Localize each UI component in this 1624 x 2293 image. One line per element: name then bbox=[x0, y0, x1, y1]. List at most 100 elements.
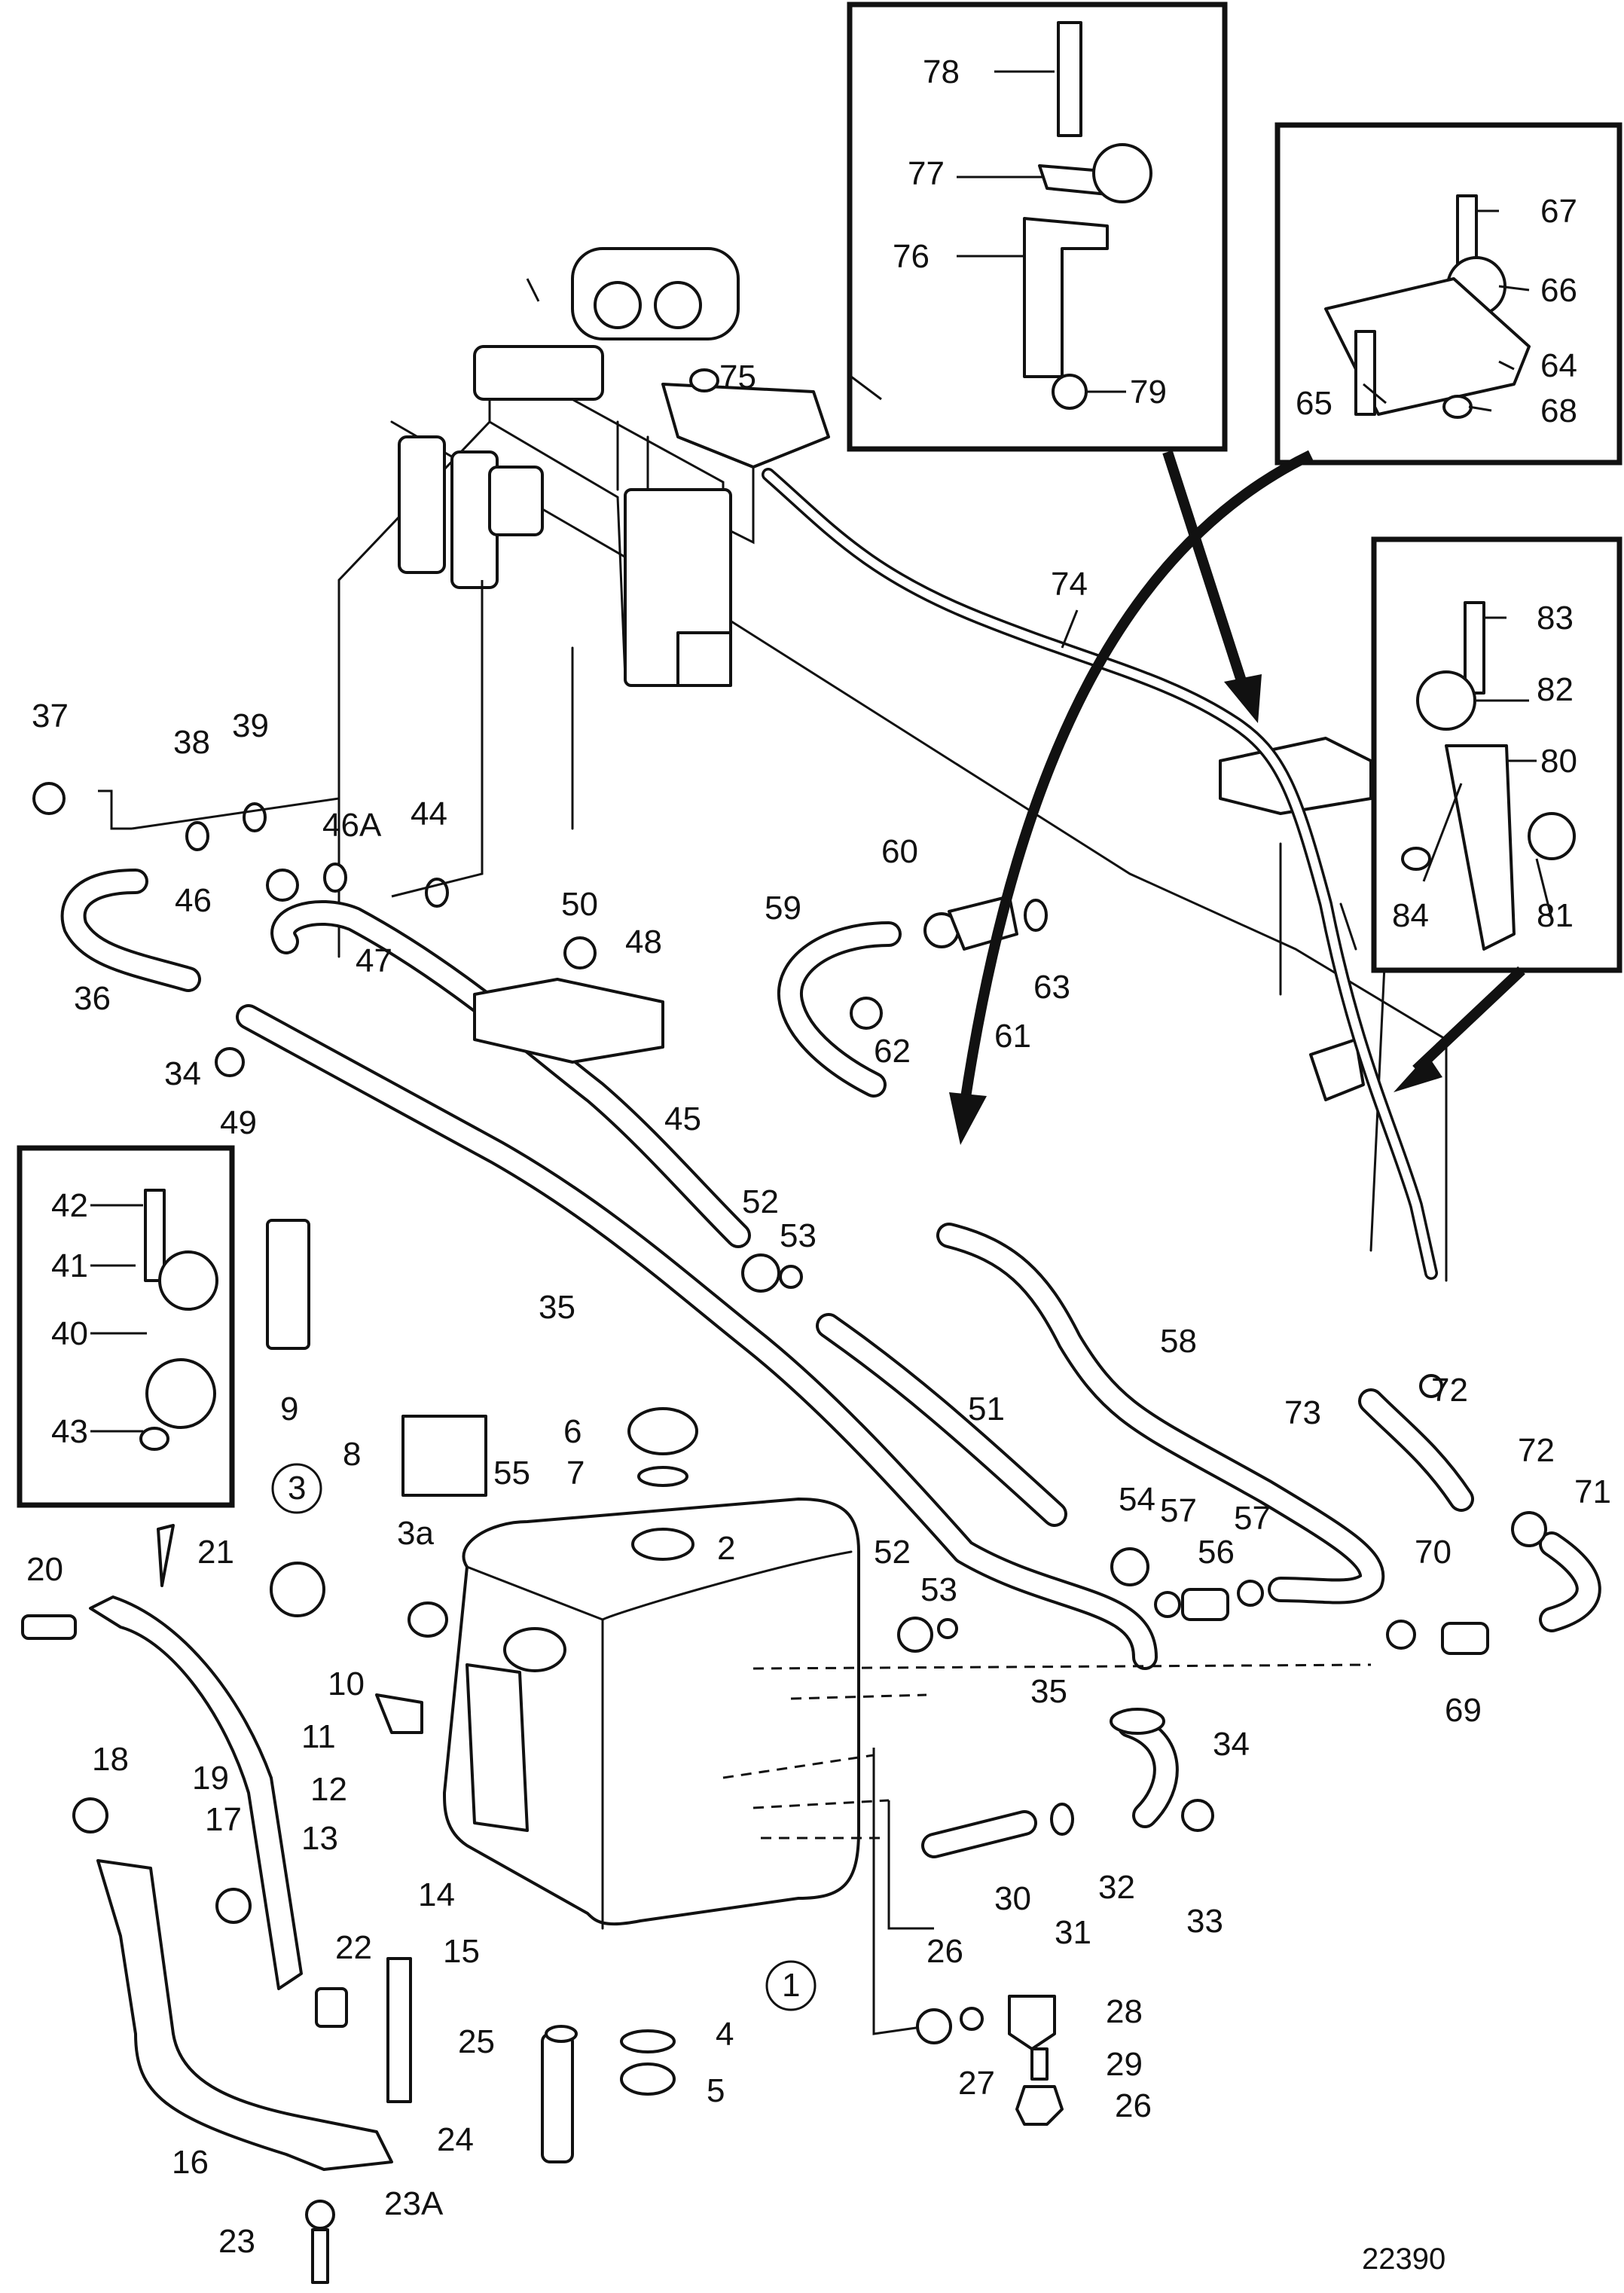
label-62: 62 bbox=[874, 1033, 911, 1070]
label-77: 77 bbox=[908, 155, 945, 192]
label-23: 23 bbox=[218, 2223, 255, 2260]
label-55: 55 bbox=[493, 1455, 530, 1492]
label-54: 54 bbox=[1119, 1481, 1155, 1518]
nut-68 bbox=[1442, 395, 1473, 419]
label-1-circle bbox=[765, 1960, 817, 2011]
label-52b: 52 bbox=[874, 1534, 911, 1571]
label-3: 3 bbox=[288, 1470, 306, 1507]
label-4: 4 bbox=[716, 2016, 734, 2053]
inset-upper-right bbox=[1274, 122, 1622, 466]
label-72a: 72 bbox=[1431, 1372, 1468, 1409]
washer-63 bbox=[1024, 899, 1048, 932]
fittings bbox=[32, 368, 1547, 2126]
ferrule-27 bbox=[960, 2007, 984, 2031]
label-50: 50 bbox=[561, 886, 598, 923]
inset-right bbox=[1371, 536, 1622, 973]
tank-opening bbox=[503, 1627, 566, 1672]
rubber-clamp-82 bbox=[1416, 670, 1476, 731]
washer-4 bbox=[620, 2029, 676, 2053]
label-72b: 72 bbox=[1518, 1432, 1555, 1469]
label-57a: 57 bbox=[1160, 1492, 1197, 1529]
bracket-80 bbox=[1445, 744, 1516, 951]
label-59: 59 bbox=[765, 890, 801, 927]
washer-39 bbox=[243, 802, 267, 832]
fuel-tank bbox=[270, 1407, 1372, 2035]
inset-left bbox=[17, 1145, 235, 1508]
label-40: 40 bbox=[51, 1315, 88, 1352]
label-46: 46 bbox=[175, 882, 212, 919]
bolt-83 bbox=[1464, 601, 1485, 695]
bracket-76 bbox=[1023, 217, 1109, 378]
label-13: 13 bbox=[301, 1820, 338, 1857]
label-9: 9 bbox=[280, 1391, 298, 1427]
label-33: 33 bbox=[1186, 1903, 1223, 1940]
bolt-42 bbox=[144, 1189, 166, 1282]
leader-lines bbox=[90, 70, 1553, 1433]
clamp-72a bbox=[1419, 1374, 1443, 1398]
decal-8 bbox=[401, 1415, 487, 1497]
label-43: 43 bbox=[51, 1413, 88, 1450]
washer-46a bbox=[323, 863, 347, 893]
label-84: 84 bbox=[1392, 897, 1429, 934]
label-10: 10 bbox=[328, 1666, 365, 1702]
nut-50 bbox=[563, 936, 597, 969]
label-51: 51 bbox=[968, 1391, 1005, 1427]
clamp-72b bbox=[1511, 1511, 1547, 1547]
sensor-10 bbox=[375, 1693, 423, 1734]
label-15: 15 bbox=[443, 1933, 480, 1970]
label-56: 56 bbox=[1198, 1534, 1235, 1571]
label-30: 30 bbox=[994, 1880, 1031, 1917]
fuel-lines bbox=[60, 468, 1601, 1858]
label-3a: 3a bbox=[397, 1515, 434, 1552]
bolt-62 bbox=[850, 997, 883, 1030]
bolt-37 bbox=[32, 782, 66, 815]
ferrule-29 bbox=[1030, 2047, 1049, 2081]
fuel-gauge-sender bbox=[270, 1562, 325, 1617]
label-34b: 34 bbox=[1213, 1726, 1250, 1763]
label-67: 67 bbox=[1540, 193, 1577, 230]
label-63: 63 bbox=[1033, 969, 1070, 1006]
clamp-bracket-75 bbox=[661, 383, 830, 469]
bolt-33 bbox=[1181, 1799, 1214, 1832]
label-53a: 53 bbox=[780, 1217, 817, 1254]
tank-bracket bbox=[96, 1859, 393, 2171]
inset-upper-center bbox=[847, 2, 1228, 452]
label-20: 20 bbox=[26, 1551, 63, 1588]
label-49: 49 bbox=[220, 1104, 257, 1141]
label-5: 5 bbox=[707, 2072, 725, 2109]
nut-43 bbox=[139, 1427, 169, 1451]
nut-52 bbox=[741, 1253, 780, 1293]
fuel-filter-left bbox=[398, 435, 446, 574]
label-39: 39 bbox=[232, 707, 269, 744]
label-76: 76 bbox=[893, 238, 930, 275]
label-45: 45 bbox=[664, 1101, 701, 1137]
label-79: 79 bbox=[1130, 374, 1167, 411]
label-18: 18 bbox=[92, 1741, 129, 1778]
label-66: 66 bbox=[1540, 272, 1577, 309]
bracket-48 bbox=[473, 978, 664, 1064]
label-21: 21 bbox=[197, 1534, 234, 1571]
fitting-53b bbox=[937, 1618, 958, 1639]
nut-52b bbox=[897, 1617, 933, 1653]
connector-56 bbox=[1181, 1588, 1229, 1621]
label-52a: 52 bbox=[742, 1183, 779, 1220]
label-29: 29 bbox=[1106, 2046, 1143, 2083]
label-74: 74 bbox=[1051, 566, 1088, 603]
label-61: 61 bbox=[994, 1018, 1031, 1055]
label-57b: 57 bbox=[1234, 1500, 1271, 1537]
label-69: 69 bbox=[1445, 1692, 1482, 1729]
pin-22 bbox=[315, 1987, 348, 2028]
label-2: 2 bbox=[717, 1530, 735, 1567]
filler-cap bbox=[627, 1407, 698, 1455]
washer-38 bbox=[185, 821, 209, 851]
washer-23a bbox=[305, 2200, 335, 2230]
label-82: 82 bbox=[1537, 671, 1574, 708]
label-6: 6 bbox=[563, 1413, 582, 1450]
rubber-pad-18 bbox=[72, 1797, 108, 1833]
nut-84 bbox=[1401, 847, 1431, 871]
label-44: 44 bbox=[411, 795, 447, 832]
cap-gasket bbox=[637, 1466, 688, 1487]
nut-26b bbox=[1015, 2085, 1064, 2126]
engine-block bbox=[337, 247, 1448, 1282]
tank-strap bbox=[89, 1595, 303, 1990]
